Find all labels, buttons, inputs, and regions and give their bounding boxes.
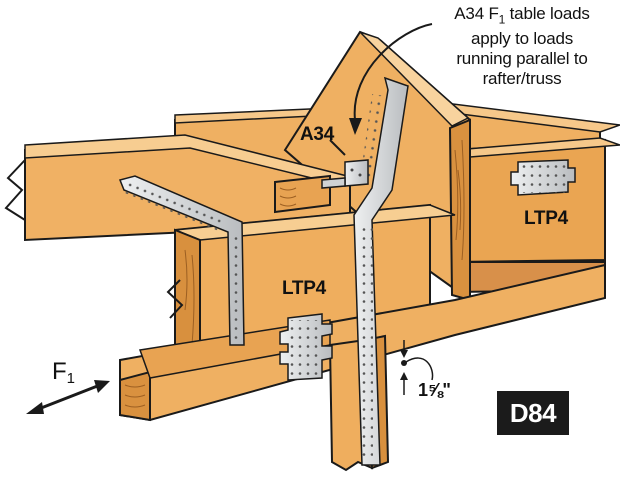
- dimension-marker: [400, 340, 434, 395]
- annotation-arrowhead: [349, 118, 362, 135]
- center-strap: [353, 76, 409, 466]
- note-line-4: rafter/truss: [482, 69, 562, 89]
- a34-pointer: [329, 139, 346, 156]
- loading-note: A34 F1 table loads apply to loads runnin…: [424, 4, 620, 89]
- left-strap: [118, 175, 245, 346]
- detail-code-badge: D84: [497, 391, 569, 435]
- ltp4-plate-front: [279, 313, 333, 381]
- blocking: [274, 174, 331, 214]
- force-f1-arrow: [26, 380, 110, 414]
- ltp4-front-label: LTP4: [282, 278, 326, 299]
- ltp4-plate-back: [510, 159, 576, 196]
- dimension-label: 1⅝": [418, 380, 451, 400]
- force-label: F1: [52, 358, 76, 387]
- annotation-arrow: [353, 23, 433, 121]
- note-line-2: apply to loads: [470, 29, 574, 49]
- note-line-3: running parallel to: [456, 49, 588, 69]
- a34-label: A34: [300, 124, 334, 145]
- ltp4-back-label: LTP4: [524, 208, 568, 229]
- note-line-1: A34 F1 table loads: [454, 4, 590, 27]
- a34-connector: [321, 159, 369, 189]
